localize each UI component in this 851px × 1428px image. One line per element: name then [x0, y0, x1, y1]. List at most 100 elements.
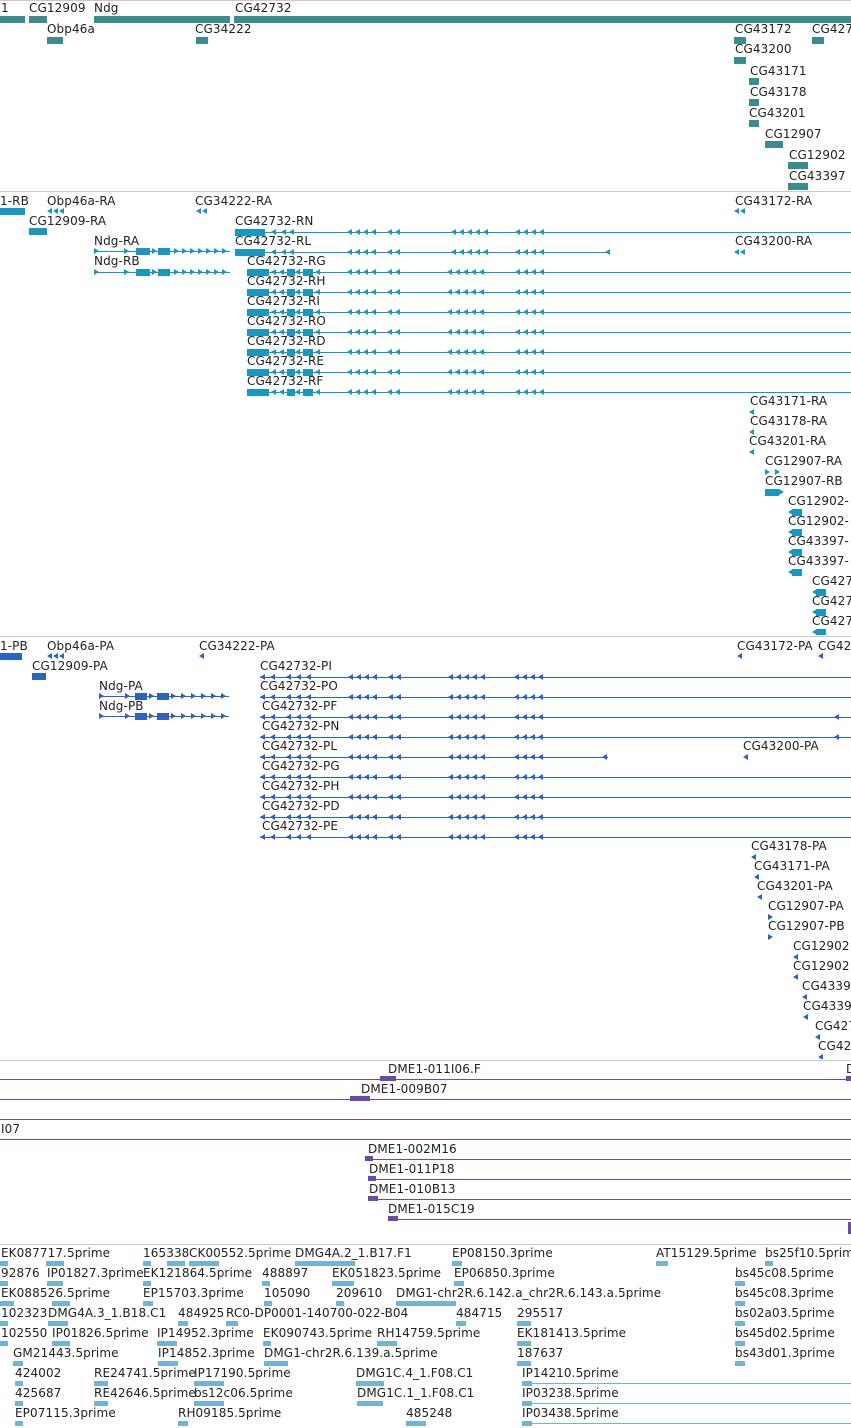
transcript-feature[interactable] [247, 362, 851, 382]
protein-feature[interactable] [260, 827, 851, 847]
protein-feature[interactable] [818, 646, 824, 666]
transcript-feature[interactable] [247, 342, 851, 362]
protein-feature[interactable] [47, 646, 65, 666]
feature-glyph[interactable] [48, 1321, 68, 1326]
feature-glyph[interactable] [735, 1281, 745, 1286]
transcript-feature[interactable] [734, 201, 746, 221]
protein-feature[interactable] [260, 767, 851, 787]
feature-glyph[interactable] [143, 1301, 153, 1306]
feature-glyph[interactable] [357, 1401, 383, 1406]
est-line[interactable] [522, 1403, 851, 1404]
feature-glyph[interactable] [517, 1321, 531, 1326]
feature-glyph[interactable] [196, 37, 208, 44]
protein-feature[interactable] [751, 847, 759, 867]
clone-line[interactable] [0, 1119, 851, 1120]
feature-glyph[interactable] [522, 1401, 532, 1406]
feature-glyph[interactable] [46, 1261, 64, 1266]
feature-glyph[interactable] [368, 1196, 378, 1201]
feature-glyph[interactable] [295, 1261, 355, 1266]
feature-glyph[interactable] [15, 1381, 23, 1386]
feature-glyph[interactable] [0, 1341, 8, 1346]
transcript-feature[interactable] [749, 422, 759, 442]
clone-line[interactable] [365, 1159, 851, 1160]
feature-glyph[interactable] [336, 1301, 344, 1306]
protein-feature[interactable] [768, 927, 776, 947]
feature-glyph[interactable] [0, 1261, 8, 1266]
feature-glyph[interactable] [0, 1301, 14, 1306]
feature-glyph[interactable] [264, 1301, 272, 1306]
protein-feature[interactable] [768, 907, 776, 927]
feature-glyph[interactable] [94, 16, 230, 23]
feature-glyph[interactable] [522, 1381, 532, 1386]
feature-glyph[interactable] [365, 1156, 373, 1161]
transcript-feature[interactable] [812, 622, 828, 635]
transcript-feature[interactable] [749, 402, 759, 422]
transcript-feature[interactable] [734, 242, 748, 262]
feature-glyph[interactable] [735, 1361, 745, 1366]
protein-feature[interactable] [737, 646, 743, 666]
feature-glyph[interactable] [765, 141, 783, 148]
feature-glyph[interactable] [396, 1301, 456, 1306]
est-line[interactable] [522, 1383, 851, 1384]
feature-glyph[interactable] [32, 673, 46, 680]
feature-glyph[interactable] [52, 1341, 70, 1346]
protein-feature[interactable] [260, 747, 608, 767]
feature-glyph[interactable] [749, 78, 759, 85]
feature-glyph[interactable] [167, 1261, 185, 1266]
feature-glyph[interactable] [262, 1281, 270, 1286]
protein-feature[interactable] [260, 707, 851, 727]
feature-glyph[interactable] [734, 57, 746, 64]
feature-glyph[interactable] [157, 1341, 177, 1346]
transcript-feature[interactable] [247, 302, 851, 322]
transcript-feature[interactable] [235, 222, 851, 242]
feature-glyph[interactable] [749, 99, 759, 106]
clone-line[interactable] [0, 1079, 851, 1080]
transcript-feature[interactable] [812, 582, 828, 602]
transcript-feature[interactable] [812, 602, 828, 622]
feature-glyph[interactable] [52, 1301, 70, 1306]
feature-glyph[interactable] [656, 1261, 668, 1266]
transcript-feature[interactable] [196, 201, 208, 221]
feature-glyph[interactable] [0, 208, 25, 215]
feature-glyph[interactable] [15, 1421, 23, 1426]
feature-glyph[interactable] [735, 1341, 745, 1346]
clone-line[interactable] [0, 1139, 851, 1140]
feature-glyph[interactable] [517, 1361, 531, 1366]
transcript-feature[interactable] [94, 262, 230, 282]
transcript-feature[interactable] [765, 462, 785, 482]
protein-feature[interactable] [803, 1007, 811, 1027]
feature-glyph[interactable] [332, 1281, 354, 1286]
transcript-feature[interactable] [788, 522, 804, 542]
feature-glyph[interactable] [788, 183, 808, 190]
feature-glyph[interactable] [377, 1341, 397, 1346]
feature-glyph[interactable] [234, 16, 851, 23]
protein-feature[interactable] [754, 867, 762, 887]
protein-feature[interactable] [260, 727, 851, 747]
clone-line[interactable] [368, 1179, 851, 1180]
feature-glyph[interactable] [158, 1361, 178, 1366]
transcript-feature[interactable] [247, 262, 851, 282]
feature-glyph[interactable] [178, 1421, 188, 1426]
feature-glyph[interactable] [848, 1222, 851, 1234]
feature-glyph[interactable] [94, 1381, 108, 1386]
transcript-feature[interactable] [788, 542, 804, 562]
protein-feature[interactable] [757, 887, 765, 907]
protein-feature[interactable] [99, 706, 229, 726]
feature-glyph[interactable] [454, 1281, 464, 1286]
feature-glyph[interactable] [517, 1341, 531, 1346]
feature-glyph[interactable] [406, 1421, 426, 1426]
transcript-feature[interactable] [94, 241, 230, 261]
feature-glyph[interactable] [765, 1261, 773, 1266]
feature-glyph[interactable] [189, 1261, 219, 1266]
feature-glyph[interactable] [0, 16, 25, 23]
feature-glyph[interactable] [143, 1261, 151, 1266]
feature-glyph[interactable] [812, 37, 824, 44]
transcript-feature[interactable] [788, 502, 804, 522]
protein-feature[interactable] [743, 747, 749, 767]
feature-glyph[interactable] [194, 1381, 224, 1386]
feature-glyph[interactable] [350, 1096, 370, 1101]
transcript-feature[interactable] [749, 442, 759, 462]
protein-feature[interactable] [99, 686, 229, 706]
protein-feature[interactable] [818, 1047, 826, 1059]
